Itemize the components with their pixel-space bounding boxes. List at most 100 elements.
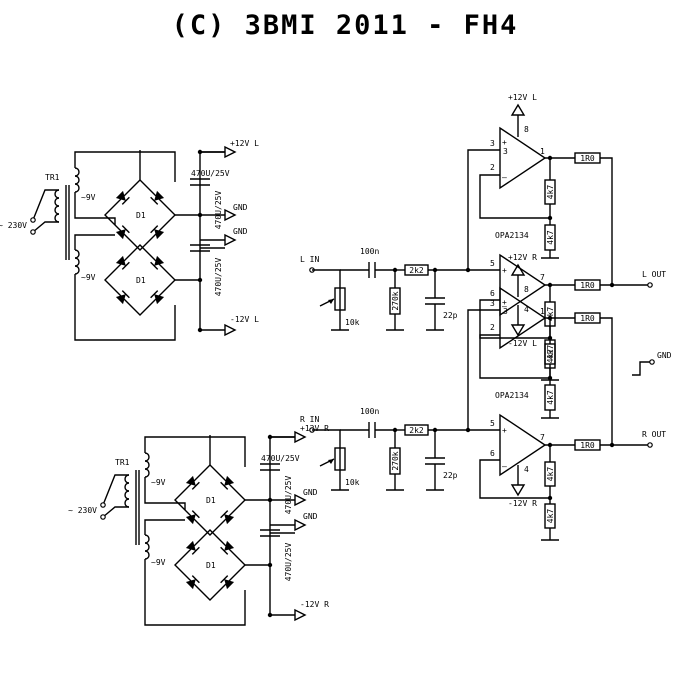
secondary-coil <box>74 249 80 259</box>
rail-flag <box>224 323 237 337</box>
wire <box>479 459 550 499</box>
opamp-b <box>499 253 547 317</box>
wire <box>479 334 550 379</box>
diode-body <box>185 475 196 486</box>
feedback-resistor-label: 4k7 <box>546 345 555 360</box>
pin-label: 3 <box>490 139 495 148</box>
rail-negative-label: -12V L <box>230 315 259 324</box>
rail-flag <box>294 430 307 444</box>
diode-body <box>224 579 235 590</box>
secondary-label: ~9V <box>81 193 96 202</box>
wire <box>74 151 176 182</box>
wire <box>121 261 130 270</box>
input-cap-label: 100n <box>360 247 379 256</box>
capacitor-label: 470U/25V <box>284 543 293 582</box>
opamp-a <box>499 286 547 350</box>
terminal <box>30 217 36 223</box>
minus-sign: – <box>502 173 507 182</box>
rail-flag <box>224 208 237 222</box>
wire <box>144 519 185 535</box>
wire <box>600 157 613 285</box>
opamp-label: OPA2134 <box>495 391 529 400</box>
wire <box>74 234 115 250</box>
secondary-coil <box>74 265 80 275</box>
potentiometer <box>334 447 346 471</box>
junction-dot <box>609 442 615 448</box>
primary-coil <box>54 205 60 215</box>
pin-label: 1 <box>540 147 545 156</box>
rail-flag <box>224 233 237 247</box>
plus-sign: + <box>502 266 507 275</box>
diode-body <box>154 190 165 201</box>
lower-psu: TR1~9V~9V~ 230VD1D1470U/25V470U/25V470U/… <box>68 424 329 626</box>
wire <box>121 290 130 299</box>
wire <box>312 269 341 330</box>
bridge-label: D1 <box>206 496 216 505</box>
filter-cap-label: 22p <box>443 311 458 320</box>
pin-label: 8 <box>524 285 529 294</box>
plus-sign: + <box>502 426 507 435</box>
wire <box>191 481 200 490</box>
pin-label: 7 <box>540 433 545 442</box>
filter-cap-label: 22p <box>443 471 458 480</box>
wire <box>191 546 200 555</box>
series-resistor-label: 2k2 <box>409 266 424 275</box>
series-resistor-label: 2k2 <box>409 426 424 435</box>
primary-coil <box>124 490 130 500</box>
upper-psu: TR1~9V~9V~ 230VD1D1470U/25V470U/25V470U/… <box>0 139 259 341</box>
feedback-resistor-label: 4k7 <box>546 230 555 245</box>
minus-sign: – <box>502 462 507 471</box>
opamp-a <box>499 126 547 190</box>
wire <box>102 506 129 518</box>
primary-coil <box>54 197 60 207</box>
wire <box>220 481 229 490</box>
secondary-label: ~9V <box>151 558 166 567</box>
diode <box>220 575 235 590</box>
supply-negative-label: -12V R <box>508 499 537 508</box>
wire <box>32 189 59 221</box>
output-resistor-label: 1R0 <box>580 314 595 323</box>
junction-dot <box>267 562 273 568</box>
diode-body <box>115 190 126 201</box>
wire <box>74 274 176 341</box>
primary-coil <box>54 213 60 223</box>
wire <box>632 361 652 376</box>
wire <box>150 290 159 299</box>
secondary-coil <box>74 167 80 177</box>
minus-sign: – <box>502 302 507 311</box>
pin-label: 8 <box>524 125 529 134</box>
wire <box>467 149 500 270</box>
rail-flag <box>294 493 307 507</box>
output-label: L OUT <box>642 270 666 279</box>
diode-body <box>154 294 165 305</box>
wire <box>102 474 129 506</box>
diode-body <box>115 229 126 240</box>
pin-label: 6 <box>490 449 495 458</box>
pin-label: 1 <box>540 307 545 316</box>
pin-label: 4 <box>524 465 529 474</box>
input-label: R IN <box>300 415 319 424</box>
diode-body <box>185 540 196 551</box>
terminal <box>649 359 655 365</box>
output-label: R OUT <box>642 430 666 439</box>
supply-negative-label: -12V L <box>508 339 537 348</box>
supply-arrow <box>510 103 526 116</box>
terminal <box>100 502 106 508</box>
pot-label: 10k <box>345 478 360 487</box>
rail-positive-label: +12V L <box>230 139 259 148</box>
schematic-title: (C) 3BMI 2011 - FH4 <box>171 10 519 41</box>
junction-dot <box>197 277 203 283</box>
rail-flag <box>294 518 307 532</box>
primary-coil <box>54 189 60 199</box>
pot-wiper <box>328 459 334 464</box>
diode <box>185 475 200 490</box>
diode-body <box>154 229 165 240</box>
pin-label: 2 <box>490 163 495 172</box>
pin-label: 3 <box>503 147 508 156</box>
capacitor-label: 470U/25V <box>261 454 300 463</box>
capacitor-label: 470U/25V <box>214 258 223 297</box>
diode-body <box>224 514 235 525</box>
wire <box>150 196 159 205</box>
mains-label: ~ 230V <box>0 221 27 230</box>
